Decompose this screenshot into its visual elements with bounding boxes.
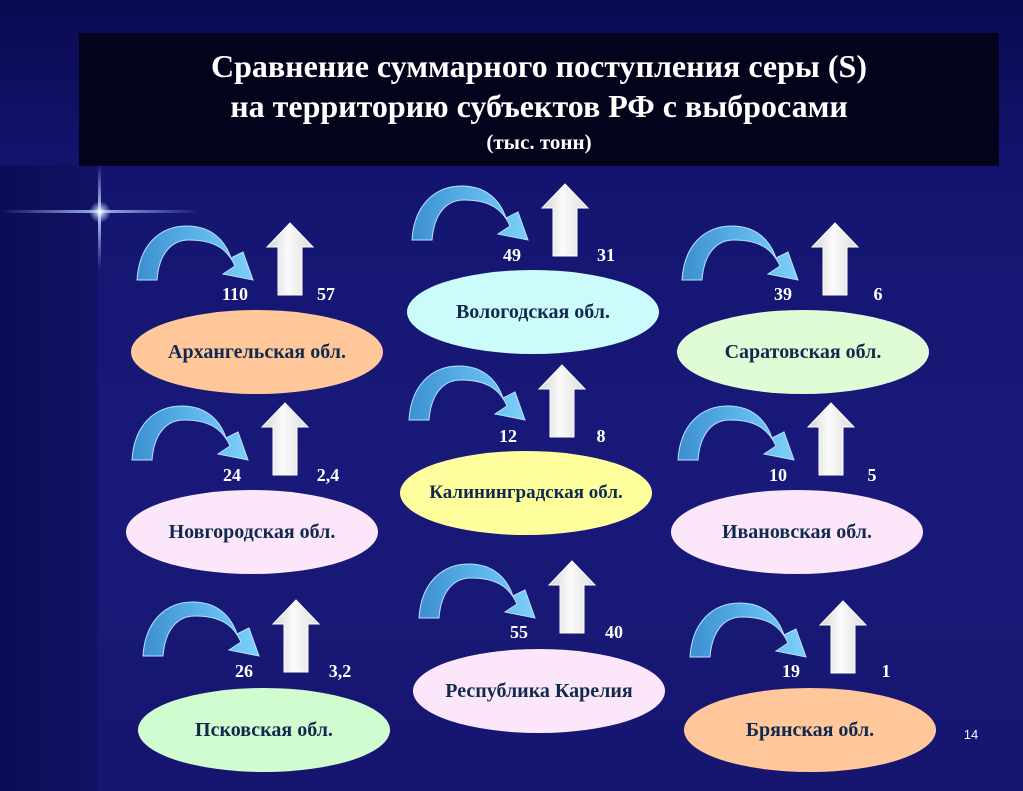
curved-arrow-icon	[677, 405, 795, 461]
region-right-value: 57	[317, 284, 335, 304]
region-label: Ивановская обл.	[721, 520, 873, 543]
curved-arrow-icon	[689, 602, 807, 658]
region-oval: Саратовская обл.	[677, 310, 929, 394]
title-box	[79, 33, 999, 166]
up-arrow-icon	[819, 600, 867, 674]
up-arrow-icon	[272, 599, 320, 673]
region-label: Калининградская обл.	[429, 482, 623, 503]
region-right-value: 3,2	[328, 661, 352, 681]
region-right-value: 8	[596, 426, 606, 446]
region-left-value: 19	[782, 661, 800, 681]
curved-arrow-icon	[131, 405, 249, 461]
curved-arrow-icon	[408, 365, 526, 421]
region-right-value: 2,4	[316, 465, 340, 485]
region-right-value: 40	[605, 622, 623, 642]
page-number: 14	[963, 727, 979, 742]
curved-arrow-icon	[136, 225, 254, 281]
title-line-1: Сравнение суммарного поступления серы (S…	[210, 48, 867, 84]
region-oval: Архангельская обл.	[131, 310, 383, 394]
region-oval: Брянская обл.	[684, 688, 936, 772]
region-right-value: 6	[873, 284, 883, 304]
region-left-value: 49	[503, 245, 521, 265]
region-right-value: 31	[597, 245, 615, 265]
region-oval: Ивановская обл.	[671, 490, 923, 574]
region-right-value: 5	[867, 465, 877, 485]
curved-arrow-icon	[411, 185, 529, 241]
region-left-value: 12	[499, 426, 517, 446]
region-oval: Республика Карелия	[413, 649, 665, 733]
region-label: Псковская обл.	[195, 718, 333, 741]
up-arrow-icon	[261, 402, 309, 476]
up-arrow-icon	[807, 402, 855, 476]
left-band	[0, 165, 98, 791]
up-arrow-icon	[538, 364, 586, 438]
region-oval: Вологодская обл.	[407, 270, 659, 354]
region-label: Новгородская обл.	[168, 520, 336, 543]
region-left-value: 24	[223, 465, 241, 485]
up-arrow-icon	[548, 560, 596, 634]
region-left-value: 10	[769, 465, 787, 485]
region-label: Саратовская обл.	[724, 340, 882, 363]
region-left-value: 26	[235, 661, 253, 681]
up-arrow-icon	[811, 222, 859, 296]
title-units: (тыс. тонн)	[486, 130, 592, 154]
curved-arrow-icon	[681, 225, 799, 281]
region-left-value: 55	[510, 622, 528, 642]
curved-arrow-icon	[418, 563, 536, 619]
region-label: Республика Карелия	[445, 679, 633, 702]
region-label: Архангельская обл.	[168, 340, 346, 363]
up-arrow-icon	[541, 183, 589, 257]
region-left-value: 39	[774, 284, 792, 304]
region-label: Вологодская обл.	[455, 300, 611, 323]
curved-arrow-icon	[142, 601, 260, 657]
region-oval: Новгородская обл.	[126, 490, 378, 574]
region-right-value: 1	[881, 661, 891, 681]
title-line-2: на территорию субъектов РФ с выбросами	[230, 88, 848, 124]
region-oval: Калининградская обл.	[400, 451, 652, 535]
region-label: Брянская обл.	[745, 718, 875, 741]
light-flare-core	[89, 201, 111, 223]
region-oval: Псковская обл.	[138, 688, 390, 772]
up-arrow-icon	[266, 222, 314, 296]
region-left-value: 110	[221, 284, 248, 304]
